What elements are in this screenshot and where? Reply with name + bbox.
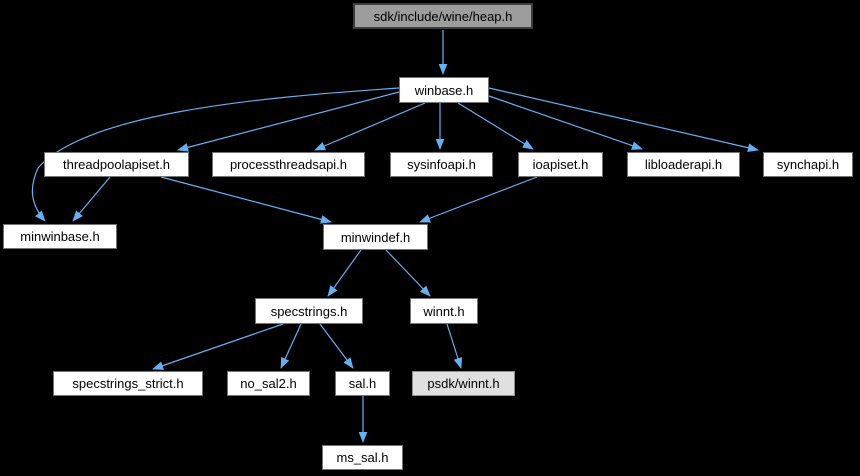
- node-no-sal2[interactable]: no_sal2.h: [227, 371, 310, 396]
- edge-threadpoolapiset-to-minwindef: [160, 176, 332, 224]
- node-sal[interactable]: sal.h: [335, 371, 390, 396]
- node-minwinbase[interactable]: minwinbase.h: [3, 224, 117, 249]
- edge-minwindef-to-winnt: [385, 249, 431, 297]
- node-specstrings[interactable]: specstrings.h: [255, 298, 363, 324]
- node-threadpoolapiset[interactable]: threadpoolapiset.h: [44, 152, 189, 177]
- node-minwindef[interactable]: minwindef.h: [323, 224, 428, 250]
- node-winbase[interactable]: winbase.h: [399, 77, 489, 103]
- edge-winbase-to-minwinbase: [31, 87, 400, 222]
- node-ms-sal[interactable]: ms_sal.h: [322, 445, 403, 470]
- edge-winbase-to-processthreadsapi: [314, 102, 426, 151]
- edge-ioapiset-to-minwindef: [419, 176, 538, 223]
- edge-specstrings-to-no-sal2: [280, 323, 302, 369]
- node-synchapi[interactable]: synchapi.h: [763, 152, 853, 177]
- node-processthreadsapi[interactable]: processthreadsapi.h: [212, 152, 365, 177]
- edge-winbase-to-threadpoolapiset: [177, 91, 400, 152]
- node-sysinfoapi[interactable]: sysinfoapi.h: [390, 152, 493, 177]
- edge-specstrings-to-sal: [319, 323, 354, 369]
- node-heap: sdk/include/wine/heap.h: [353, 3, 533, 29]
- edge-minwindef-to-specstrings: [327, 249, 362, 297]
- edge-winbase-to-libloaderapi: [488, 95, 643, 150]
- node-specstrings-strict[interactable]: specstrings_strict.h: [53, 371, 203, 396]
- edge-threadpoolapiset-to-minwinbase: [72, 176, 111, 222]
- node-libloaderapi[interactable]: libloaderapi.h: [627, 152, 740, 177]
- edge-winbase-to-synchapi: [488, 87, 759, 153]
- node-psdk-winnt: psdk/winnt.h: [412, 371, 515, 396]
- node-ioapiset[interactable]: ioapiset.h: [518, 152, 603, 177]
- node-winnt[interactable]: winnt.h: [410, 298, 478, 324]
- edge-winbase-to-ioapiset: [457, 102, 534, 150]
- edge-winnt-to-psdk-winnt: [446, 323, 463, 369]
- edge-specstrings-to-specstrings-strict: [152, 323, 284, 370]
